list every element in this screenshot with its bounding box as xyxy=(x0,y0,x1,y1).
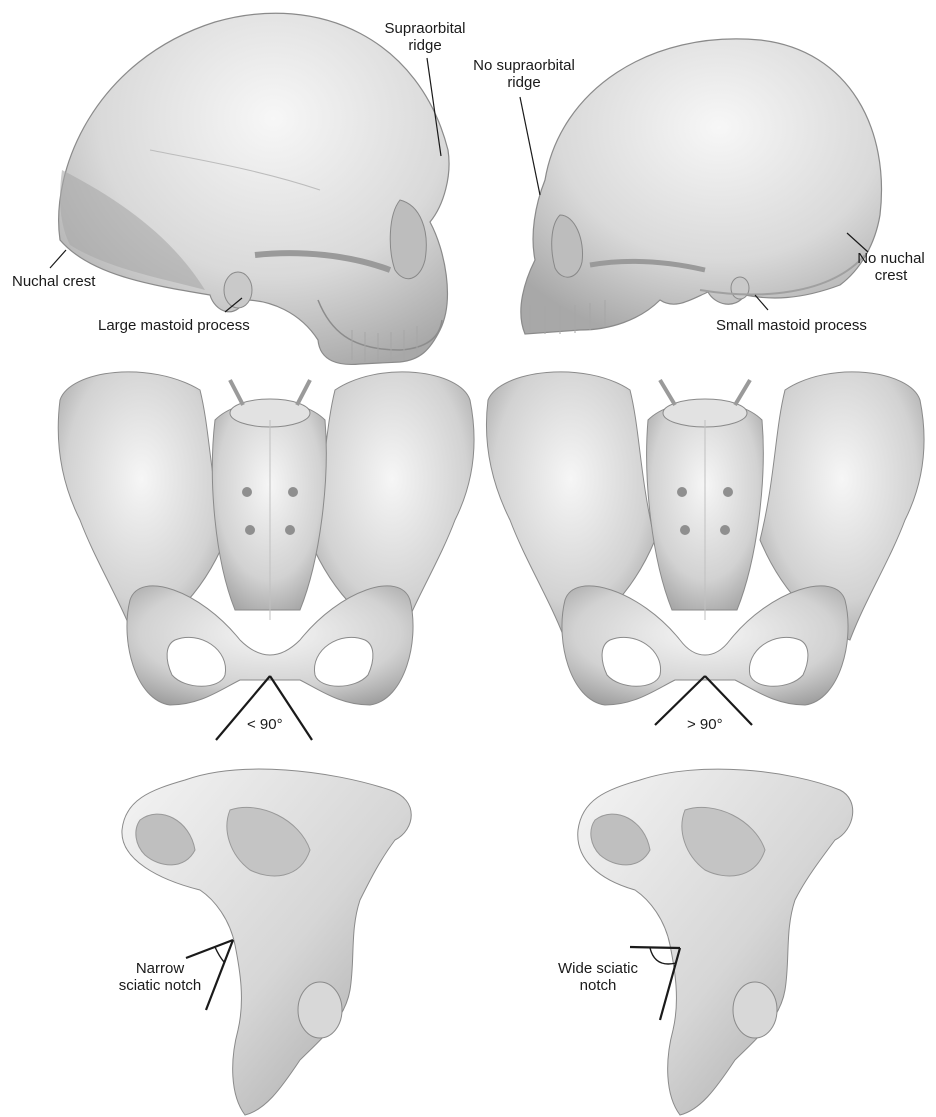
female-pelvis-angle-label: > 90° xyxy=(687,716,723,733)
female-pelvis-illustration xyxy=(486,372,924,705)
male-hip-bone-illustration xyxy=(122,769,411,1115)
male-nuchal-label: Nuchal crest xyxy=(12,273,95,290)
female-mastoid-label: Small mastoid process xyxy=(716,317,867,334)
male-mastoid-label: Large mastoid process xyxy=(98,317,250,334)
male-pelvis-illustration xyxy=(58,372,474,705)
male-pelvis-angle-label: < 90° xyxy=(247,716,283,733)
female-nuchal-label: No nuchal crest xyxy=(852,250,930,284)
female-supraorbital-label: No supraorbital ridge xyxy=(464,57,584,91)
male-supraorbital-label: Supraorbital ridge xyxy=(375,20,475,54)
female-hip-bone-illustration xyxy=(578,769,853,1115)
wide-sciatic-notch-label: Wide sciatic notch xyxy=(548,960,648,994)
male-skull-illustration xyxy=(59,13,449,364)
narrow-sciatic-notch-label: Narrow sciatic notch xyxy=(110,960,210,994)
